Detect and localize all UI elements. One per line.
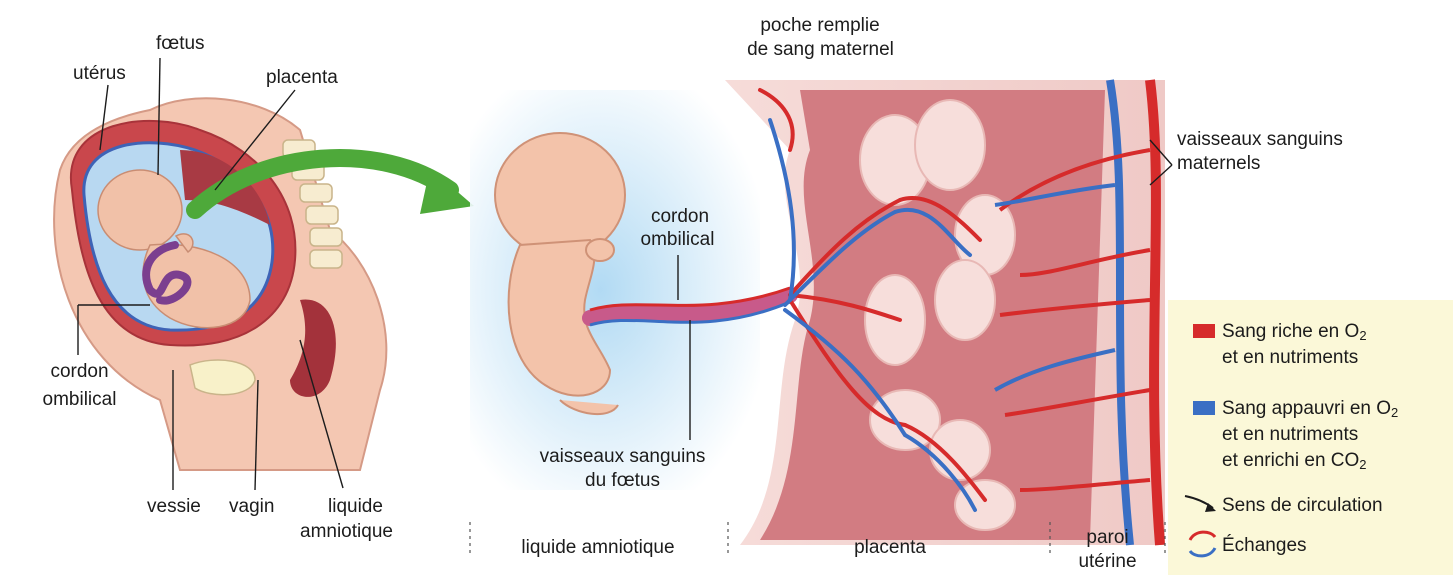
- region-paroi-1: paroi: [1060, 526, 1155, 549]
- legend-rich-line-1: Sang riche en O2: [1222, 320, 1367, 344]
- exchange-icon: [1190, 532, 1215, 540]
- label-vaisseaux-foetus-2: du fœtus: [575, 469, 670, 492]
- legend-poor-line-3: et enrichi en CO2: [1222, 449, 1367, 473]
- legend-rich-line-2: et en nutriments: [1222, 346, 1358, 370]
- label-vaisseaux-foetus-1: vaisseaux sanguins: [520, 445, 725, 468]
- label-vaisseaux-mat-1: vaisseaux sanguins: [1177, 128, 1343, 151]
- label-liquide-2: amniotique: [300, 520, 393, 543]
- label-poche-2: de sang maternel: [738, 38, 903, 61]
- region-placenta: placenta: [830, 536, 950, 559]
- label-cordon-mid-2: ombilical: [610, 228, 745, 251]
- label-cordon-left-1: cordon: [32, 360, 127, 383]
- legend-circulation: Sens de circulation: [1222, 494, 1383, 518]
- label-vaisseaux-mat-2: maternels: [1177, 152, 1260, 175]
- label-cordon-left-2: ombilical: [22, 388, 137, 411]
- label-foetus: fœtus: [156, 32, 205, 55]
- placenta-detail: [725, 80, 1165, 545]
- label-poche-1: poche remplie: [745, 14, 895, 37]
- legend-poor-line-2: et en nutriments: [1222, 423, 1358, 447]
- bladder: [190, 360, 255, 395]
- label-placenta: placenta: [266, 66, 338, 89]
- label-vessie: vessie: [147, 495, 201, 518]
- label-vagin: vagin: [229, 495, 274, 518]
- legend-swatch-blue: [1193, 401, 1215, 415]
- label-uterus: utérus: [73, 62, 126, 85]
- region-paroi-2: utérine: [1060, 550, 1155, 573]
- legend-echanges: Échanges: [1222, 534, 1307, 558]
- legend-swatch-red: [1193, 324, 1215, 338]
- region-liquide: liquide amniotique: [478, 536, 718, 559]
- legend-poor-line-1: Sang appauvri en O2: [1222, 397, 1398, 421]
- label-liquide-1: liquide: [328, 495, 383, 518]
- label-cordon-mid-1: cordon: [620, 205, 740, 228]
